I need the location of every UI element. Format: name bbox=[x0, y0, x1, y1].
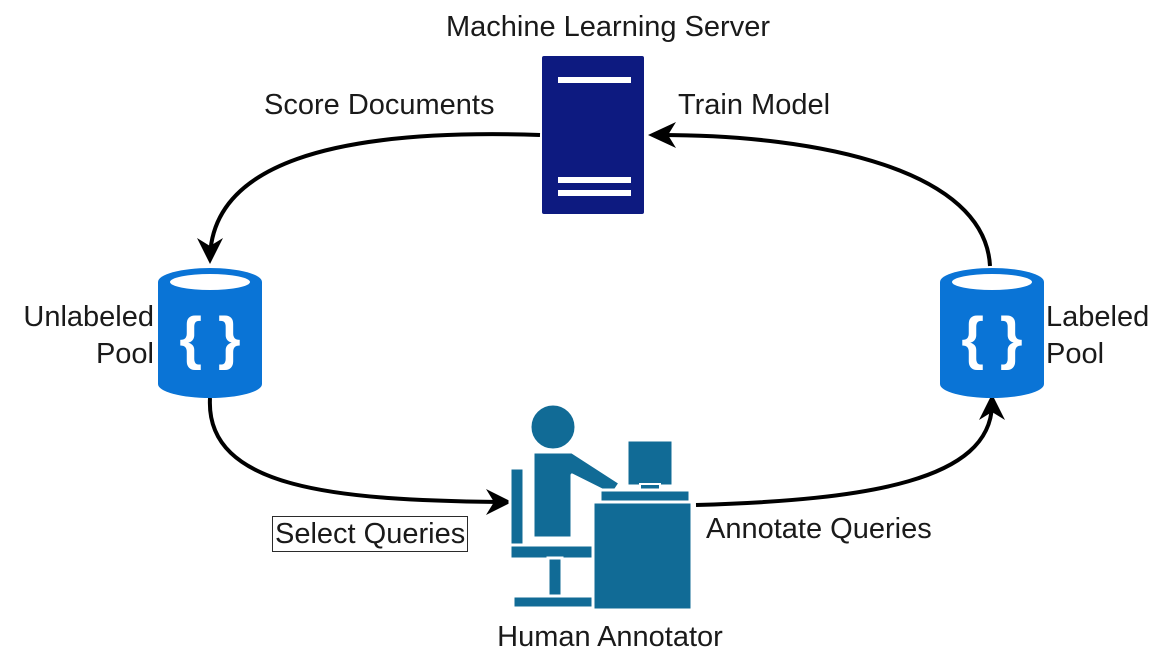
edge-score-documents-arrowhead bbox=[197, 238, 223, 264]
person-at-computer-icon bbox=[508, 402, 694, 612]
unlabeled-pool-label-line1: Unlabeled bbox=[23, 301, 154, 333]
labeled-pool-database-icon: { } bbox=[940, 268, 1044, 398]
edge-train-model-arrowhead bbox=[648, 122, 676, 148]
edge-annotate-queries-arrowhead bbox=[979, 394, 1005, 420]
server-label: Machine Learning Server bbox=[445, 11, 770, 43]
labeled-pool-label-line2: Pool bbox=[1046, 338, 1105, 370]
svg-text:{ }: { } bbox=[179, 306, 240, 371]
unlabeled-pool-label-line2: Pool bbox=[95, 338, 154, 370]
unlabeled-pool-database-icon: { } bbox=[158, 268, 262, 398]
edge-train-model bbox=[659, 133, 992, 267]
edge-label-annotate-queries: Annotate Queries bbox=[706, 513, 932, 545]
edge-label-select-queries: Select Queries bbox=[272, 516, 469, 552]
server-icon bbox=[542, 56, 644, 214]
edge-annotate-queries bbox=[695, 404, 994, 507]
svg-text:{ }: { } bbox=[961, 306, 1022, 371]
edge-label-score-documents: Score Documents bbox=[264, 89, 495, 121]
edge-label-train-model: Train Model bbox=[678, 89, 831, 121]
edge-select-queries-arrowhead bbox=[486, 489, 512, 515]
labeled-pool-label-line1: Labeled bbox=[1046, 301, 1150, 333]
annotator-label: Human Annotator bbox=[497, 621, 723, 653]
edge-select-queries bbox=[207, 397, 501, 504]
edge-score-documents bbox=[208, 132, 541, 259]
